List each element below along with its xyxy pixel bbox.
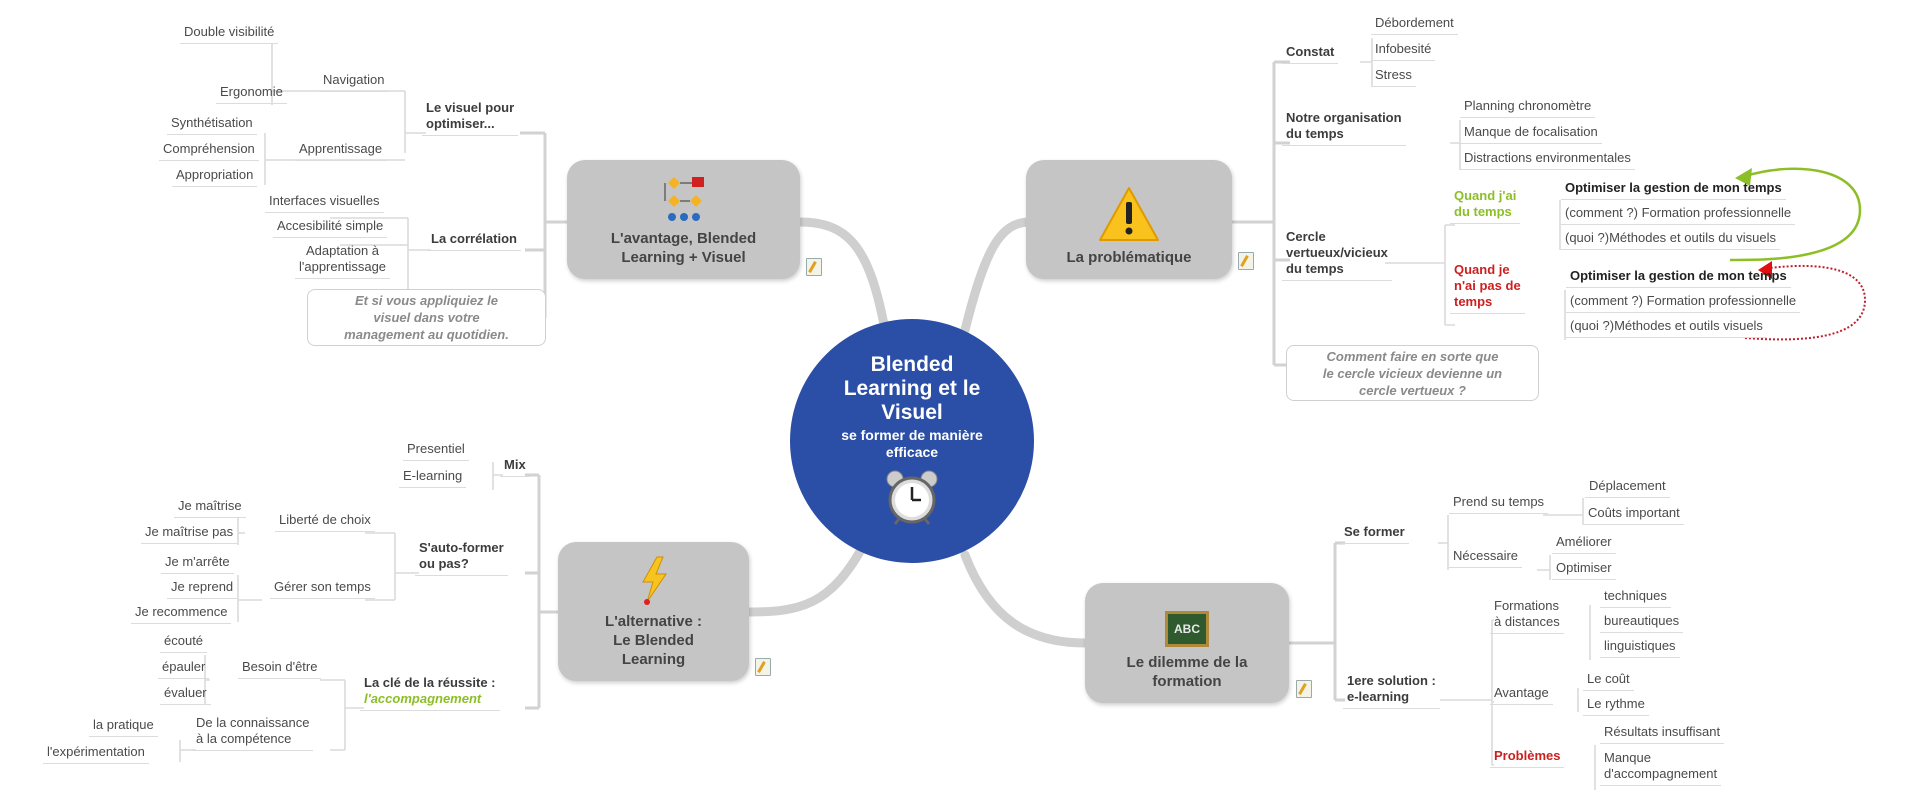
- org-chart-icon: [664, 177, 704, 221]
- node-epauler[interactable]: épauler: [158, 657, 210, 679]
- node-necessaire[interactable]: Nécessaire: [1449, 546, 1523, 568]
- note-icon[interactable]: [806, 258, 822, 276]
- node-je-recommence[interactable]: Je recommence: [131, 602, 232, 624]
- subtopic-se-former[interactable]: Se former: [1340, 522, 1409, 544]
- red-cycle-arrow: [1744, 264, 1867, 341]
- topic-title: L'alternative : Le Blended Learning: [605, 613, 702, 668]
- node-comment-2[interactable]: (comment ?) Formation professionnelle: [1566, 291, 1801, 313]
- node-couts[interactable]: Coûts important: [1584, 503, 1684, 525]
- topic-title: La problématique: [1066, 249, 1192, 266]
- node-quoi-1[interactable]: (quoi ?)Méthodes et outils du visuels: [1561, 228, 1781, 250]
- central-topic[interactable]: Blended Learning et le Visuel se former …: [790, 319, 1034, 563]
- accompagnement-label: l'accompagnement: [364, 691, 482, 706]
- node-resultats[interactable]: Résultats insuffisant: [1600, 722, 1725, 744]
- node-je-maitrise-pas[interactable]: Je maîtrise pas: [141, 522, 238, 544]
- node-avantage[interactable]: Avantage: [1490, 683, 1553, 705]
- node-debordement[interactable]: Débordement: [1371, 13, 1458, 35]
- node-optimiser[interactable]: Optimiser: [1552, 558, 1616, 580]
- node-ergonomie[interactable]: Ergonomie: [216, 82, 287, 104]
- central-title: Blended Learning et le Visuel: [843, 353, 981, 424]
- red-arrowhead: [1758, 261, 1772, 279]
- green-arrowhead: [1735, 168, 1752, 186]
- topic-avantage[interactable]: L'avantage, Blended Learning + Visuel: [567, 160, 800, 279]
- subtopic-cle-reussite[interactable]: La clé de la réussite :l'accompagnement: [360, 673, 500, 711]
- node-besoin[interactable]: Besoin d'être: [238, 657, 322, 679]
- node-comprehension[interactable]: Compréhension: [159, 139, 259, 161]
- node-synthetisation[interactable]: Synthétisation: [167, 113, 257, 135]
- node-planning[interactable]: Planning chronomètre: [1460, 96, 1596, 118]
- node-manque-focalisation[interactable]: Manque de focalisation: [1460, 122, 1602, 144]
- subtopic-correlation[interactable]: La corrélation: [427, 229, 521, 251]
- node-apprentissage[interactable]: Apprentissage: [295, 139, 387, 161]
- callout-note-visuel[interactable]: Et si vous appliquiez le visuel dans vot…: [307, 289, 546, 346]
- topic-title: L'avantage, Blended Learning + Visuel: [610, 230, 757, 266]
- node-quand-pas-temps[interactable]: Quand je n'ai pas de temps: [1450, 260, 1525, 314]
- node-adaptation[interactable]: Adaptation à l'apprentissage: [295, 241, 391, 279]
- node-techniques[interactable]: techniques: [1600, 586, 1671, 608]
- node-je-maitrise[interactable]: Je maîtrise: [174, 496, 246, 518]
- topic-title: Le dilemme de la formation: [1126, 654, 1248, 690]
- node-double-visibilite[interactable]: Double visibilité: [180, 22, 279, 44]
- node-quand-ai-temps[interactable]: Quand j'ai du temps: [1450, 186, 1521, 224]
- node-bureautiques[interactable]: bureautiques: [1600, 611, 1684, 633]
- node-interfaces[interactable]: Interfaces visuelles: [265, 191, 384, 213]
- node-evaluer[interactable]: évaluer: [160, 683, 211, 705]
- subtopic-mix[interactable]: Mix: [500, 455, 530, 477]
- node-distractions[interactable]: Distractions environmentales: [1460, 148, 1635, 170]
- node-experimentation[interactable]: l'expérimentation: [43, 742, 149, 764]
- node-accesibilite[interactable]: Accesibilité simple: [273, 216, 388, 238]
- callout-note-cercle[interactable]: Comment faire en sorte que le cercle vic…: [1286, 345, 1539, 401]
- node-gerer-temps[interactable]: Gérer son temps: [270, 577, 375, 599]
- chalkboard-abc-icon: ABC: [1165, 611, 1209, 647]
- node-pratique[interactable]: la pratique: [89, 715, 158, 737]
- node-je-arrete[interactable]: Je m'arrête: [161, 552, 234, 574]
- node-infobesite[interactable]: Infobesité: [1371, 39, 1436, 61]
- node-quoi-2[interactable]: (quoi ?)Méthodes et outils visuels: [1566, 316, 1767, 338]
- note-icon[interactable]: [755, 658, 771, 676]
- note-icon[interactable]: [1296, 680, 1312, 698]
- topic-dilemme[interactable]: ABC Le dilemme de la formation: [1085, 583, 1289, 703]
- subtopic-organisation[interactable]: Notre organisation du temps: [1282, 108, 1406, 146]
- lightning-icon: [641, 556, 667, 605]
- chalkboard-text: ABC: [1174, 622, 1200, 636]
- node-optimiser-2[interactable]: Optimiser la gestion de mon temps: [1566, 266, 1791, 288]
- node-manque-accompagnement[interactable]: Manque d'accompagnement: [1600, 748, 1722, 786]
- node-appropriation[interactable]: Appropriation: [172, 165, 258, 187]
- subtopic-solution[interactable]: 1ere solution : e-learning: [1343, 671, 1440, 709]
- topic-alternative[interactable]: L'alternative : Le Blended Learning: [558, 542, 749, 681]
- subtopic-cercle[interactable]: Cercle vertueux/vicieux du temps: [1282, 227, 1392, 281]
- cle-label: La clé de la réussite :: [364, 675, 496, 690]
- node-navigation[interactable]: Navigation: [319, 70, 389, 92]
- note-icon[interactable]: [1238, 252, 1254, 270]
- node-liberte[interactable]: Liberté de choix: [275, 510, 375, 532]
- node-presentiel[interactable]: Presentiel: [403, 439, 469, 461]
- node-rythme[interactable]: Le rythme: [1583, 694, 1649, 716]
- alarm-clock-icon: [886, 470, 938, 525]
- node-ecoute[interactable]: écouté: [160, 631, 208, 653]
- node-formations[interactable]: Formations à distances: [1490, 596, 1564, 634]
- warning-icon: [1099, 187, 1159, 241]
- subtopic-autoformer[interactable]: S'auto-former ou pas?: [415, 538, 508, 576]
- node-elearning[interactable]: E-learning: [399, 466, 467, 488]
- central-subtitle: se former de manière efficace: [841, 427, 983, 460]
- node-ameliorer[interactable]: Améliorer: [1552, 532, 1616, 554]
- node-connaissance[interactable]: De la connaissance à la compétence: [192, 713, 314, 751]
- node-stress[interactable]: Stress: [1371, 65, 1416, 87]
- node-deplacement[interactable]: Déplacement: [1585, 476, 1670, 498]
- node-prend-temps[interactable]: Prend su temps: [1449, 492, 1549, 514]
- green-cycle-arrow: [1729, 167, 1862, 262]
- subtopic-visuel[interactable]: Le visuel pour optimiser...: [422, 98, 519, 136]
- subtopic-constat[interactable]: Constat: [1282, 42, 1339, 64]
- node-optimiser-1[interactable]: Optimiser la gestion de mon temps: [1561, 178, 1786, 200]
- node-problemes[interactable]: Problèmes: [1490, 746, 1565, 768]
- node-je-reprend[interactable]: Je reprend: [167, 577, 238, 599]
- node-comment-1[interactable]: (comment ?) Formation professionnelle: [1561, 203, 1796, 225]
- node-linguistiques[interactable]: linguistiques: [1600, 636, 1680, 658]
- topic-problematique[interactable]: La problématique: [1026, 160, 1232, 279]
- node-cout[interactable]: Le coût: [1583, 669, 1634, 691]
